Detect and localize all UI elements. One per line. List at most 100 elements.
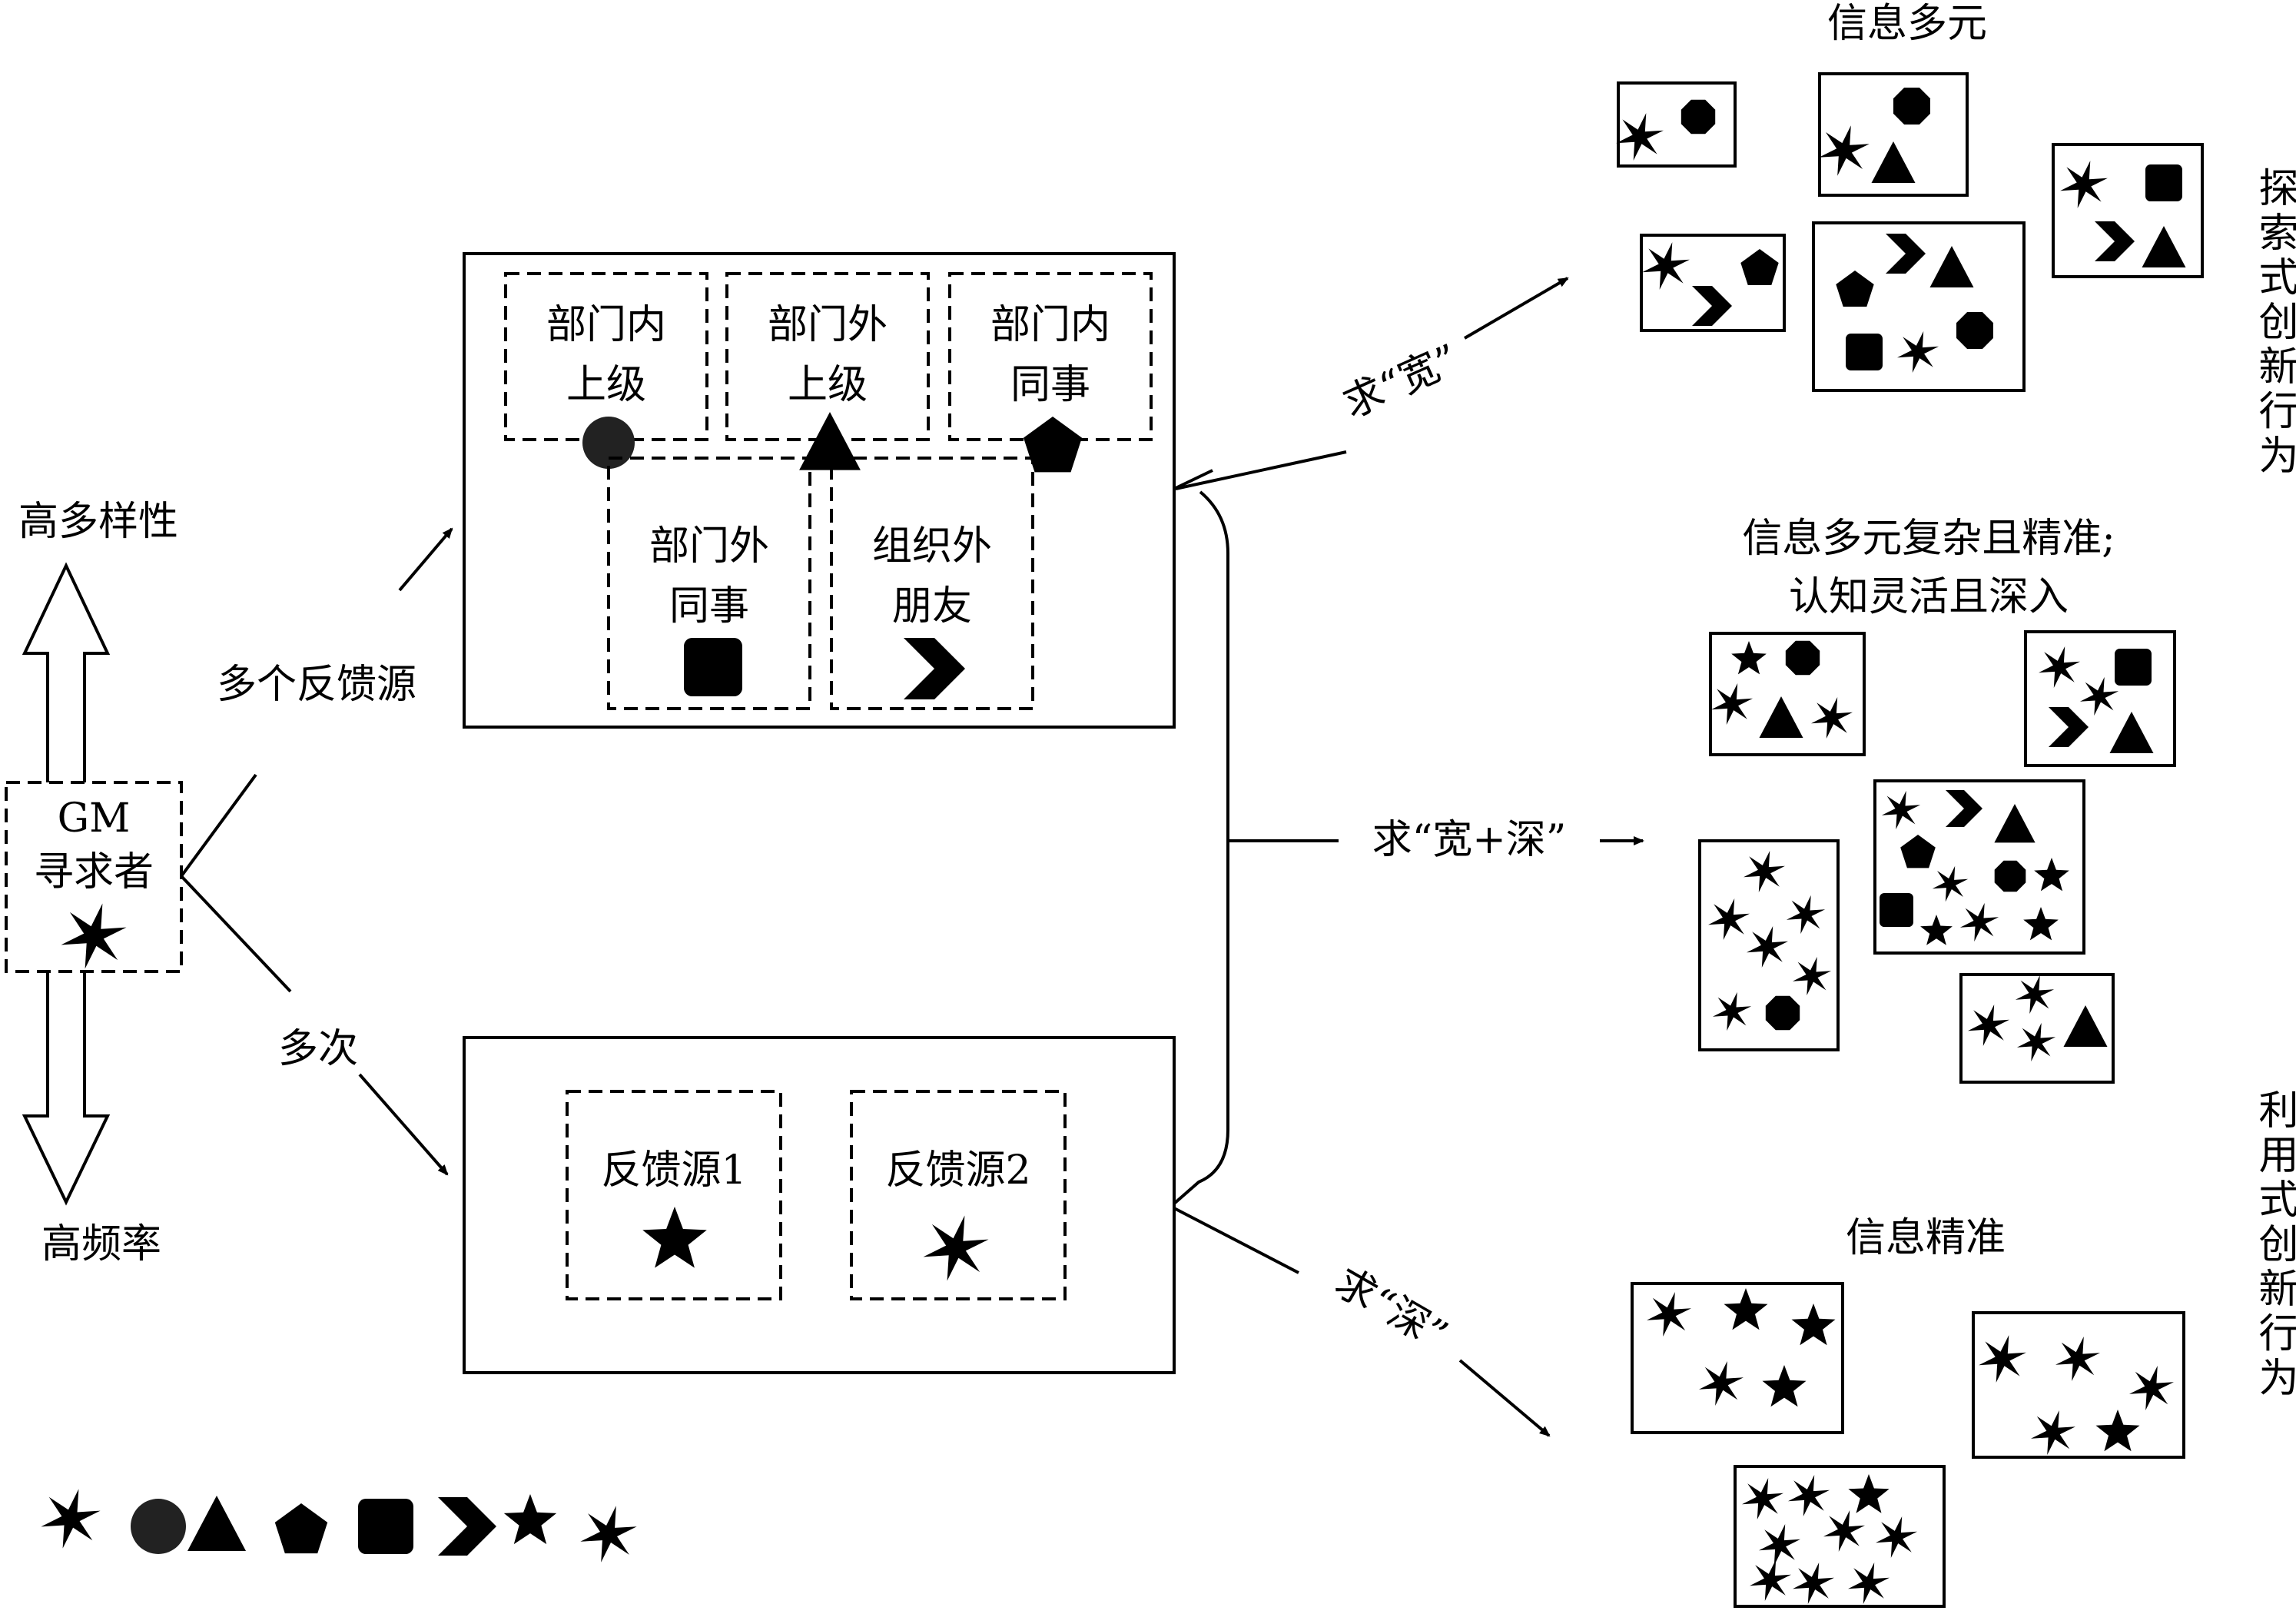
star-icon [1712, 991, 1752, 1031]
star-icon [1647, 1292, 1691, 1337]
diverse-cluster [1616, 72, 2204, 392]
octagon-icon [1893, 88, 1930, 125]
star-icon [1711, 683, 1753, 725]
complex-cluster [1698, 630, 2176, 1084]
chevron-icon [2095, 221, 2135, 261]
multi-source-arrow [398, 527, 453, 592]
diversity-label: 高多样性 [18, 499, 178, 545]
chevron-icon [2049, 707, 2089, 747]
fork-upper-line [180, 773, 257, 878]
legend-circle-icon [131, 1499, 186, 1554]
source-item-4-line2: 朋友 [892, 583, 972, 629]
star-icon [1788, 1475, 1830, 1516]
source-item-2-line1: 部门内 [990, 302, 1110, 348]
legend-square-icon [358, 1499, 413, 1554]
pentagon-icon [1900, 835, 1936, 868]
octagon-icon [1765, 995, 1800, 1031]
square-icon [1880, 893, 1913, 927]
star-icon [2129, 1366, 2174, 1410]
triangle-icon [2109, 712, 2154, 753]
times-item-0: 反馈源1 [566, 1090, 782, 1300]
star-icon [1791, 1303, 1836, 1346]
multi-source-label: 多个反馈源 [217, 662, 416, 708]
square-icon [1846, 334, 1883, 370]
star-icon [1642, 242, 1690, 290]
triangle-icon [2063, 1005, 2108, 1047]
square-icon [2115, 649, 2152, 686]
source-item-3-line1: 部门外 [649, 523, 769, 570]
star-icon [1848, 1563, 1890, 1604]
star-icon [2031, 1410, 2075, 1455]
precise-cluster [1631, 1282, 2185, 1608]
star-icon [1876, 1516, 1917, 1558]
pentagon-icon [1740, 249, 1779, 285]
star-icon [1792, 956, 1832, 996]
seek-deep-label: 求“深” [1327, 1259, 1455, 1360]
pentagon-icon [1024, 417, 1082, 473]
source-item-1: 部门外 上级 [725, 272, 930, 470]
star-icon [1699, 1361, 1744, 1406]
star-icon [1750, 1559, 1791, 1601]
frequency-arrow [22, 968, 111, 1206]
triangle-icon [1871, 141, 1916, 183]
legend-pentagon-icon [274, 1503, 328, 1554]
seeker-gm: GM [58, 795, 131, 842]
source-item-1-line1: 部门外 [768, 302, 888, 348]
octagon-icon [1681, 99, 1716, 134]
chevron-icon [1886, 234, 1926, 274]
source-item-3-line2: 同事 [669, 583, 749, 629]
star-icon [1616, 113, 1664, 161]
deep-arrow [1173, 1207, 1549, 1436]
star-icon [1762, 1365, 1807, 1407]
star-icon [2055, 1337, 2100, 1381]
times-item-0-label: 反馈源1 [601, 1147, 746, 1194]
star-icon [2015, 975, 2055, 1015]
seek-wide-label: 求“宽” [1336, 336, 1465, 427]
source-item-3: 部门外 同事 [607, 457, 811, 710]
source-item-2: 部门内 同事 [948, 272, 1153, 473]
pentagon-icon [1836, 271, 1874, 307]
source-item-0-line1: 部门内 [546, 302, 666, 348]
legend-star5-icon [503, 1494, 557, 1545]
source-item-0-line2: 上级 [566, 362, 646, 408]
fork-lower-line [180, 875, 292, 993]
star-icon [1959, 902, 1999, 942]
times-item-1-label: 反馈源2 [885, 1147, 1030, 1194]
seeker-label: 寻求者 [34, 849, 154, 895]
star-icon [1811, 697, 1853, 739]
star-icon [1968, 1005, 2009, 1046]
seeker-node: GM 寻求者 高多样性 高频率 [5, 499, 183, 1267]
source-item-1-line2: 上级 [788, 362, 868, 408]
multi-times-label: 多次 [278, 1026, 358, 1072]
square-icon [2145, 164, 2182, 201]
exploitative-label: 利用式创新行为 [2251, 1089, 2296, 1401]
star-icon [1708, 898, 1750, 940]
multi-source-box: 部门内 上级 部门外 上级 部门内 同事 部门外 同事 组织外 朋友 [463, 252, 1176, 729]
seek-wide-deep-label: 求“宽+深” [1372, 817, 1567, 863]
chevron-icon [904, 638, 965, 699]
multi-times-box: 反馈源1 反馈源2 [463, 1036, 1176, 1374]
star-icon [2034, 858, 2069, 892]
star-icon [2023, 907, 2059, 941]
legend-star6-icon [41, 1489, 101, 1549]
brace-connector [1173, 469, 1339, 1205]
legend-chevron-icon [438, 1497, 496, 1556]
star-icon [1819, 125, 1870, 176]
star-icon [1759, 1524, 1800, 1566]
star-icon [2095, 1410, 2140, 1452]
star-icon [1920, 915, 1953, 945]
star-icon [2016, 1022, 2056, 1062]
multi-times-arrow [358, 1073, 449, 1176]
chevron-icon [1692, 286, 1732, 326]
star-icon [2039, 646, 2080, 688]
star-icon [1724, 1288, 1768, 1330]
triangle-icon [1929, 246, 1974, 287]
star-icon [2079, 676, 2119, 716]
chevron-icon [1946, 790, 1982, 827]
source-item-4: 组织外 朋友 [830, 457, 1034, 710]
precise-title: 信息精准 [1846, 1215, 2006, 1261]
complex-title-2: 认知灵活且深入 [1789, 574, 2069, 620]
star-icon [642, 1207, 707, 1268]
diversity-arrow [22, 562, 111, 785]
star-icon [1786, 895, 1826, 935]
